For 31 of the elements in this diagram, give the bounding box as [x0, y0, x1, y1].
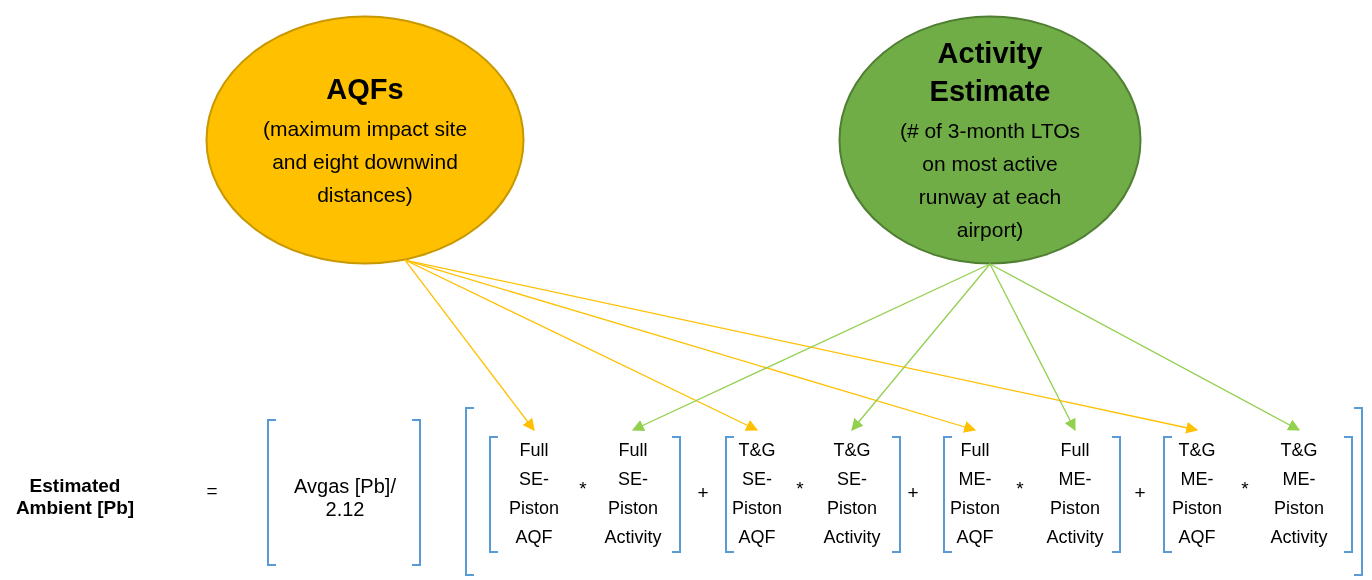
operator-sign: + [696, 482, 710, 504]
operator-sign: = [205, 480, 219, 502]
node-title: Activity Estimate [928, 36, 1052, 109]
operator-sign: + [1133, 482, 1147, 504]
operator-sign: * [1240, 478, 1250, 500]
operator-sign: * [578, 478, 588, 500]
arrow [404, 259, 759, 431]
formula-text: Estimated Ambient [Pb] [14, 475, 136, 519]
arrow [404, 259, 535, 431]
operator-sign: * [1015, 478, 1025, 500]
node-description: (# of 3-month LTOs on most active runway at each airport) [898, 118, 1082, 243]
formula-term: T&G ME-Piston Activity [1268, 436, 1330, 552]
arrow [404, 259, 1199, 434]
formula-term: T&G SE-Piston AQF [726, 436, 788, 552]
formula-term: Full ME-Piston Activity [1044, 436, 1106, 552]
formula-term: T&G SE-Piston Activity [821, 436, 883, 552]
arrow [989, 263, 1301, 431]
arrow [631, 263, 991, 431]
formula-term: Full SE-Piston Activity [602, 436, 664, 552]
operator-sign: * [795, 478, 805, 500]
formula-term: T&G ME-Piston AQF [1166, 436, 1228, 552]
operator-sign: + [906, 482, 920, 504]
arrow [851, 263, 991, 431]
node-description: (maximum impact site and eight downwind distances) [261, 115, 469, 208]
oval-node [838, 15, 1142, 265]
oval-node [205, 15, 525, 265]
node-title: AQFs [325, 71, 405, 107]
formula-term: Full ME-Piston AQF [944, 436, 1006, 552]
formula-term: Full SE-Piston AQF [503, 436, 565, 552]
formula-text: Avgas [Pb]/ 2.12 [293, 475, 397, 521]
arrow [989, 263, 1076, 432]
